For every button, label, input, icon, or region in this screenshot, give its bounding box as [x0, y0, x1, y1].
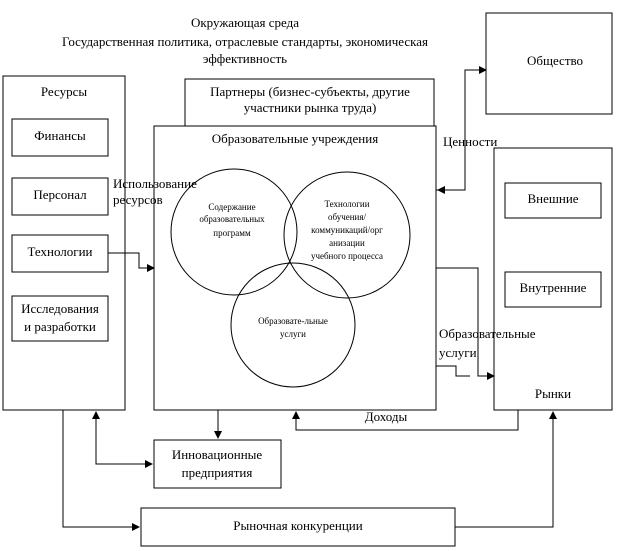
- innovation-line2: предприятия: [182, 465, 253, 480]
- personnel-label: Персонал: [33, 187, 87, 202]
- technology-circle: [283, 171, 411, 299]
- markets-internal-label: Внутренние: [520, 280, 587, 295]
- technology-label-line1: Технологии: [324, 199, 369, 209]
- partners-line1: Партнеры (бизнес-субъекты, другие: [210, 84, 410, 99]
- income-label: Доходы: [365, 409, 408, 424]
- research-label-line2: и разработки: [24, 319, 96, 334]
- markets-external-label: Внешние: [527, 191, 578, 206]
- technology-label-line4: анизации: [329, 238, 365, 248]
- resource-use-arrow: [108, 252, 155, 272]
- environment-title: Окружающая среда: [191, 15, 299, 30]
- institutions-title: Образовательные учреждения: [212, 131, 378, 146]
- research-box: [11, 295, 109, 342]
- resources-to-competition-arrow: [62, 410, 140, 531]
- markets-internal-box: [504, 271, 602, 308]
- edu-services-label-line1: Образовательные: [439, 326, 536, 341]
- resources-title: Ресурсы: [41, 84, 88, 99]
- society-box: [485, 12, 613, 115]
- edu-services-label-line2: услуги: [439, 345, 477, 360]
- values-arrow-line: [436, 66, 487, 191]
- personnel-box: [11, 177, 109, 216]
- partners-line2: участники рынка труда): [244, 100, 377, 115]
- society-title: Общество: [527, 53, 583, 68]
- finance-label: Финансы: [34, 128, 86, 143]
- innovation-box: [153, 439, 282, 489]
- institutions-box: [153, 125, 437, 411]
- income-arrow: [292, 410, 519, 431]
- services-label-line2: услуги: [280, 329, 306, 339]
- services-circle: [230, 262, 356, 388]
- environment-line1: Государственная политика, отраслевые ста…: [62, 34, 428, 49]
- technology-label-line5: учебного процесса: [311, 251, 383, 261]
- values-label: Ценности: [443, 134, 497, 149]
- technology-label-line2: обучения/: [328, 212, 367, 222]
- technologies-box: [11, 234, 109, 273]
- technologies-label: Технологии: [27, 244, 92, 259]
- resource-use-label-line2: ресурсов: [113, 192, 163, 207]
- finance-box: [11, 118, 109, 157]
- edu-services-arrow: [436, 267, 495, 380]
- markets-title: Рынки: [535, 386, 571, 401]
- environment-line2: эффективность: [203, 51, 287, 66]
- content-label-line2: образовательных: [199, 214, 265, 224]
- content-circle: [170, 168, 298, 296]
- markets-external-box: [504, 182, 602, 219]
- content-label-line3: программ: [213, 228, 251, 238]
- innovation-line1: Инновационные: [172, 447, 263, 462]
- services-label-line1: Образовате-льные: [258, 316, 328, 326]
- competition-to-markets-arrow: [455, 411, 557, 528]
- edu-services-arrow-2: [436, 365, 470, 377]
- research-label-line1: Исследования: [21, 301, 99, 316]
- content-label-line1: Содержание: [208, 202, 255, 212]
- competition-title: Рыночная конкуренции: [233, 518, 362, 533]
- resource-use-label-line1: Использование: [113, 176, 197, 191]
- competition-box: [140, 507, 456, 547]
- technology-label-line3: коммуникаций/орг: [311, 225, 383, 235]
- resources-innovation-arrow: [95, 413, 153, 468]
